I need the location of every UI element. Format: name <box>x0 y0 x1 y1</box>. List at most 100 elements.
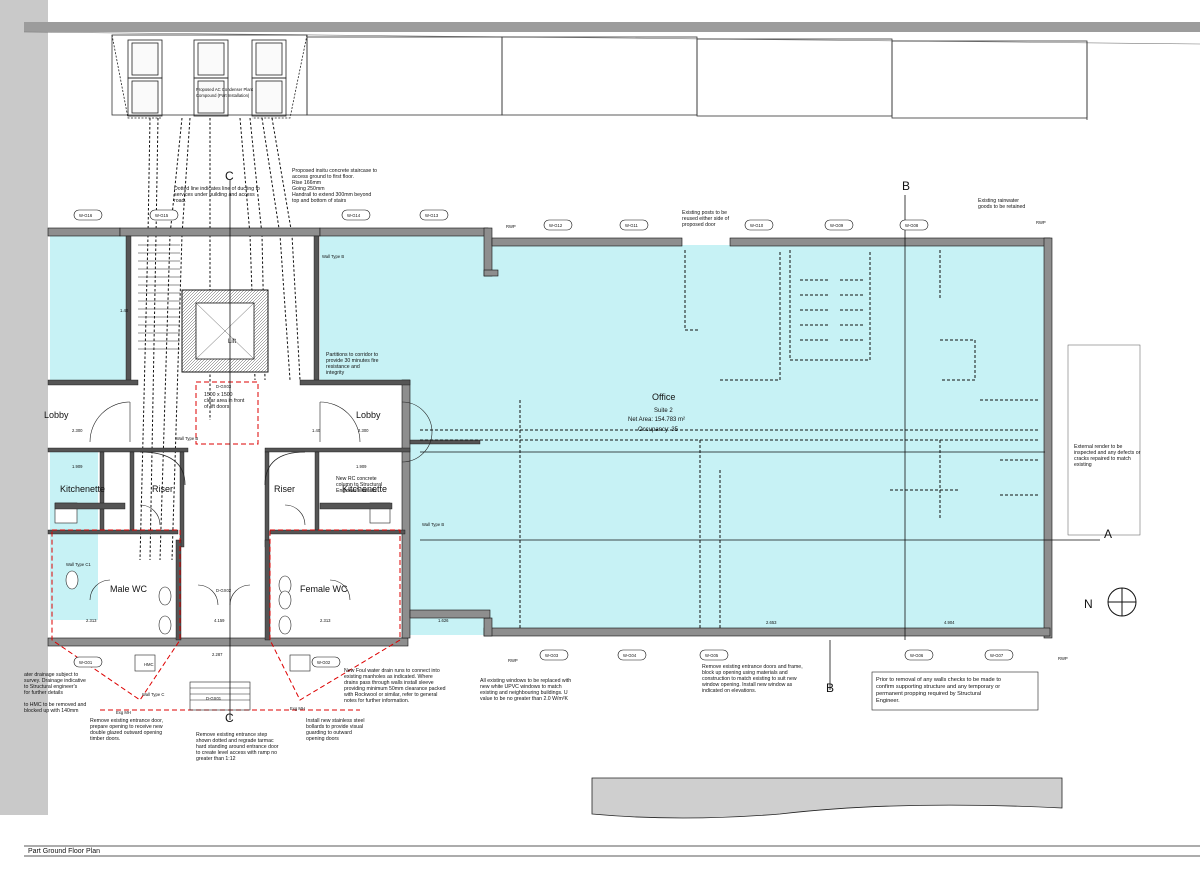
window-tag: W-G03 <box>545 653 559 658</box>
dimension: 2.287 <box>212 652 223 657</box>
posts-note: Existing posts to be reused either side … <box>682 210 730 228</box>
office-suite: Suite 2 <box>654 408 673 414</box>
external-walls <box>47 227 1053 647</box>
dimension: 1.909 <box>356 464 367 469</box>
lobby-right-label: Lobby <box>356 410 381 420</box>
lobby-left-label: Lobby <box>44 410 69 420</box>
dimension: 2.300 <box>358 428 369 433</box>
bottom-window-tags <box>73 649 1014 668</box>
dimensions: 2.300 2.300 1.909 1.909 2.313 2.313 4.15… <box>72 308 955 657</box>
window-tag: W-G11 <box>625 223 639 228</box>
window-tag: W-G02 <box>317 660 331 665</box>
window-tag: W-G14 <box>347 213 361 218</box>
door-tag: D-GX03 <box>216 384 232 389</box>
dimension: 1.626 <box>438 618 449 623</box>
dimension: 1.909 <box>72 464 83 469</box>
render-note: External render to be inspected and any … <box>1074 444 1142 468</box>
hmc-label: HMC <box>144 662 154 667</box>
window-tag: W-G13 <box>425 213 439 218</box>
drawing-title: Part Ground Floor Plan <box>28 848 100 855</box>
kitchenette-units <box>54 502 393 510</box>
door-tag: D-GX02 <box>216 588 232 593</box>
foul-water-note: New Foul water drain runs to connect int… <box>344 668 447 704</box>
office-label: Office <box>652 392 675 402</box>
bottom-window-tag-labels: W-G01 W-G02 W-G03 W-G04 W-G05 W-G06 W-G0… <box>79 653 1004 665</box>
grid-ref-a: A <box>1104 527 1112 541</box>
wall-type-label: Wall Type B <box>176 436 198 441</box>
entrance-doors-note: Remove existing entrance door, prepare o… <box>90 718 164 742</box>
window-tag: W-G07 <box>990 653 1004 658</box>
drainage-note: ater drainage subject to survey. Drainag… <box>24 672 87 696</box>
wall-type-label: Wall Type B <box>422 522 444 527</box>
window-tag: W-G15 <box>155 213 169 218</box>
grid-ref-b-top: B <box>902 179 910 193</box>
rainwater-note: Existing rainwater goods to be retained <box>978 198 1025 210</box>
kitchenette-right-label: Kitchenette <box>342 484 387 494</box>
top-boundary-band <box>24 22 1200 32</box>
rwp-label: RWP <box>1058 656 1068 661</box>
building-interior <box>50 235 1068 635</box>
riser-left-label: Riser <box>152 484 173 494</box>
propping-note: Prior to removal of any walls checks to … <box>876 677 1003 704</box>
section-lines <box>229 180 1141 720</box>
lift-label: Lift <box>228 339 236 345</box>
rwp-label: RWP <box>1036 220 1046 225</box>
dimension: 4.159 <box>214 618 225 623</box>
wall-type-label: Wall Type C1 <box>66 562 91 567</box>
rwp-label: RWP <box>506 224 516 229</box>
dimension: 2.653 <box>766 620 777 625</box>
dimension: 1.40 <box>120 308 129 313</box>
partitions-note: Partitions to corridor to provide 30 min… <box>326 352 380 376</box>
north-arrow-icon <box>1107 587 1137 617</box>
office-area: Net Area: 154.783 m² <box>628 417 685 423</box>
compound-note-2: Compound (Part Installation) <box>196 93 250 98</box>
north-label: N <box>1084 597 1093 611</box>
window-tag: W-G10 <box>750 223 764 228</box>
compound-note-1: Proposed AC Condenser Plant <box>196 87 254 92</box>
window-tag: W-G06 <box>910 653 924 658</box>
manhole-label: Exg MH <box>116 710 131 715</box>
grid-ref-c-bottom: C <box>225 711 234 725</box>
hmc-note: to HMC to be removed and blocked up with… <box>24 702 88 714</box>
propping-note-box <box>871 671 1039 711</box>
window-tag: W-G01 <box>79 660 93 665</box>
office-occupancy: Occupancy: 35 <box>638 427 679 433</box>
block-up-note: Remove existing entrance doors and frame… <box>702 664 804 694</box>
lift-clear-note: 1500 x 1500 clear area in front of lift … <box>204 392 246 410</box>
left-margin <box>0 0 48 815</box>
male-wc-label: Male WC <box>110 584 148 594</box>
adjacent-buildings <box>111 34 1088 120</box>
bollards-note: Install new stainless steel bollards to … <box>306 718 366 742</box>
dimension: 2.313 <box>320 618 331 623</box>
windows-note: All existing windows to be replaced with… <box>480 678 573 702</box>
top-window-tags <box>73 209 929 231</box>
ac-compound <box>111 34 308 119</box>
wall-type-label: Wall Type B <box>322 254 344 259</box>
ducting-note: Dotted line indicates line of ducting to… <box>174 186 261 204</box>
staircase <box>138 244 180 350</box>
kitchenette-left-label: Kitchenette <box>60 484 105 494</box>
window-tag: W-G04 <box>623 653 637 658</box>
misc-labels: RWP RWP RWP RWP Wall Type B Wall Type B … <box>66 220 1068 715</box>
female-wc-label: Female WC <box>300 584 348 594</box>
stair-note: Proposed insitu concrete staircase to ac… <box>292 168 379 204</box>
window-tag: W-G12 <box>549 223 563 228</box>
dimension: 2.313 <box>86 618 97 623</box>
top-window-tag-labels: W-G16 W-G15 W-G14 W-G13 W-G12 W-G11 W-G1… <box>79 213 919 228</box>
window-tag: W-G05 <box>705 653 719 658</box>
wall-type-label: Wall Type C <box>142 692 164 697</box>
grid-ref-b-bottom: B <box>826 681 834 695</box>
entrance-step <box>189 681 251 711</box>
dimension: 1.40 <box>312 428 321 433</box>
manhole-label: Exg MH <box>290 706 305 711</box>
dimension: 4.904 <box>944 620 955 625</box>
riser-right-label: Riser <box>274 484 295 494</box>
lift-shaft <box>181 289 269 373</box>
office-existing-partitions <box>420 250 1040 630</box>
corridor-walls <box>139 451 306 486</box>
grid-ref-c-top: C <box>225 169 234 183</box>
window-tag: W-G08 <box>905 223 919 228</box>
wc-fittings <box>54 502 391 672</box>
dimension: 2.300 <box>72 428 83 433</box>
